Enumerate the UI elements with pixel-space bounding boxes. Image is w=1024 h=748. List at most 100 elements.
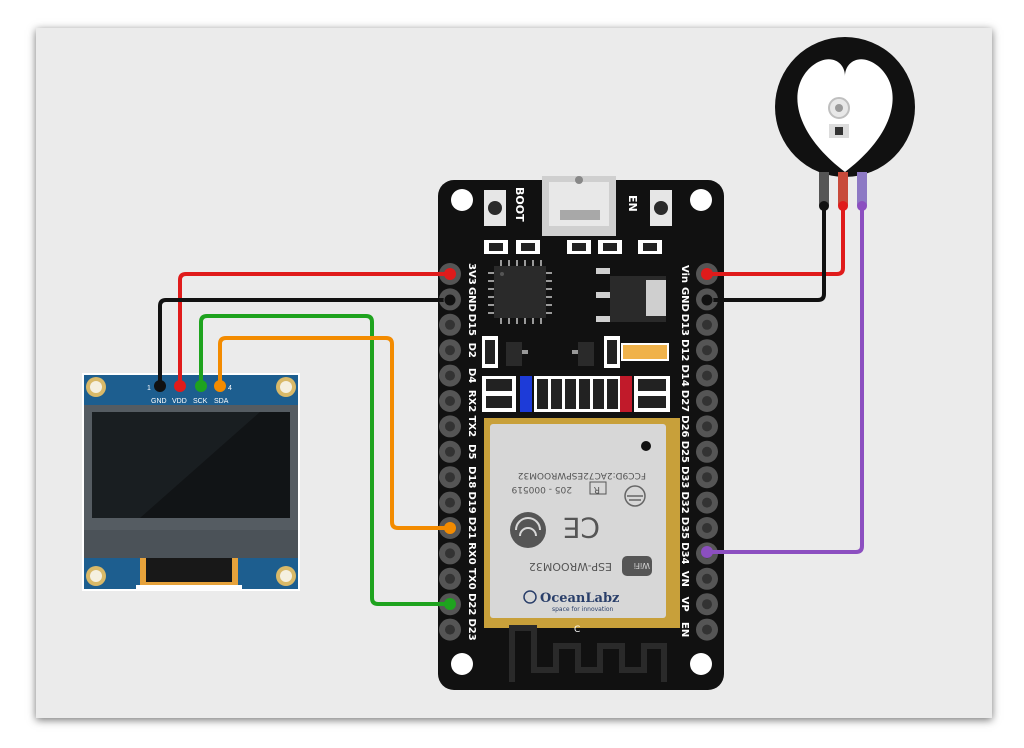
oled-pin-number-last: 4 (228, 385, 232, 392)
esp-wroom32-module: FCC9D:2AC72ESPWROOM32 205 - 000519 R CE … (484, 418, 680, 628)
module-fcc-text: FCC9D:2AC72ESPWROOM32 (518, 470, 646, 480)
pin-label-right-d25: D25 (679, 441, 690, 463)
wire-green-sck-d22 (199, 314, 450, 606)
smd-row-middle (482, 376, 670, 412)
oled-pin-gnd-label: GND (151, 398, 167, 405)
pin-label-right-d34: D34 (679, 542, 690, 564)
left-pin-header (439, 263, 461, 641)
header-pin-hole (702, 497, 712, 508)
header-pin-hole (445, 396, 455, 406)
en-button-label: EN (626, 195, 639, 212)
pin-label-left-tx2: TX2 (466, 416, 477, 438)
pin-label-right-d12: D12 (679, 339, 690, 361)
wire-end-dots (154, 201, 867, 610)
pin-label-left-d15: D15 (466, 314, 477, 336)
wire-black-sensor-gnd (707, 206, 826, 302)
header-pin-hole (702, 319, 712, 330)
wire-black-gnd-gnd (158, 298, 450, 386)
boot-button (484, 190, 506, 226)
pin-label-left-3v3: 3V3 (466, 263, 477, 285)
header-pin-hole (445, 472, 455, 483)
module-name-text: ESP-WROOM32 (529, 560, 612, 573)
wifi-logo-text: WiFi (634, 561, 650, 570)
usb-uart-chip (488, 260, 552, 324)
header-pin-hole (445, 548, 455, 559)
wire-red-vdd-3v3 (178, 272, 450, 386)
header-pin-hole (702, 370, 712, 381)
pin-label-left-d22: D22 (466, 593, 477, 615)
pin-label-left-d19: D19 (466, 491, 477, 513)
module-id-text: 205 - 000519 (511, 484, 572, 494)
smd-row-top (484, 240, 662, 254)
pin-label-right-gnd: GND (679, 287, 690, 312)
pin-label-left-d2: D2 (466, 343, 477, 358)
pin-label-right-d14: D14 (679, 364, 690, 386)
pin-label-right-d13: D13 (679, 314, 690, 336)
header-pin-hole (702, 573, 712, 584)
wire-red-sensor-vin (707, 206, 845, 276)
header-pin-hole (445, 497, 455, 508)
pin-label-left-tx0: TX0 (466, 568, 477, 590)
pin-label-right-d26: D26 (679, 415, 690, 437)
wifi-logo-icon (622, 556, 652, 576)
pin-label-left-d4: D4 (466, 368, 477, 383)
oled-pin-sda-label: SDA (214, 398, 229, 405)
esp32-board: BOOT EN (438, 176, 724, 690)
header-pin-hole (445, 421, 455, 432)
oled-pin-number-first: 1 (147, 385, 151, 392)
pin-label-left-d21: D21 (466, 517, 477, 539)
wifi-globe-icon (510, 512, 546, 548)
wire-orange-sda-d21 (218, 336, 450, 530)
oled-mounting-holes (86, 377, 296, 586)
pin-label-right-vp: VP (679, 597, 690, 612)
header-pin-hole (445, 573, 455, 584)
pin-label-right-d27: D27 (679, 390, 690, 412)
voltage-regulator (596, 268, 666, 322)
header-pin-hole (702, 446, 712, 457)
antenna-compliance-icon (624, 485, 646, 507)
header-pin-hole (445, 624, 455, 635)
header-pin-hole (702, 472, 712, 483)
pin-label-right-en: EN (679, 622, 690, 637)
header-pin-hole (702, 523, 712, 533)
pcb-antenna: C (509, 625, 667, 682)
ce-mark: CE (563, 511, 600, 544)
antenna-c-mark: C (574, 625, 580, 635)
boot-button-label: BOOT (513, 187, 526, 222)
brand-tagline: space for innovation (552, 606, 614, 613)
oled-pin-vdd-label: VDD (172, 398, 187, 405)
pin-label-left-rx0: RX0 (466, 542, 477, 564)
pin-label-right-d35: D35 (679, 517, 690, 539)
pin-label-left-d18: D18 (466, 466, 477, 488)
en-button (650, 190, 672, 226)
header-pin-hole (445, 319, 455, 330)
oled-pin-sck-label: SCK (193, 398, 208, 405)
pulse-sensor (775, 37, 915, 206)
header-pin-hole (702, 599, 712, 610)
pin-label-left-rx2: RX2 (466, 390, 477, 412)
wire-purple-sensor-d34 (707, 206, 864, 554)
tantalum-capacitor (621, 343, 669, 361)
oled-display: 1 4 GND VDD SCK SDA (82, 373, 300, 591)
pin-label-left-gnd: GND (466, 287, 477, 312)
header-pin-hole (702, 624, 712, 635)
pin-label-right-vn: VN (679, 571, 690, 587)
header-pin-hole (702, 396, 712, 406)
header-pin-hole (702, 345, 712, 356)
pin-label-left-d23: D23 (466, 618, 477, 640)
oceanlabz-logo-icon (523, 590, 537, 604)
header-pin-hole (445, 370, 455, 381)
pin-label-right-vin: Vin (679, 265, 690, 283)
header-pin-hole (445, 446, 455, 457)
module-r-mark: R (594, 484, 600, 494)
brand-name: OceanLabz (540, 591, 619, 606)
pin-label-left-d5: D5 (466, 444, 477, 459)
right-pin-header (696, 263, 718, 641)
header-pin-hole (445, 345, 455, 356)
header-pin-hole (702, 421, 712, 432)
pin-label-right-d33: D33 (679, 466, 690, 488)
pin-label-right-d32: D32 (679, 491, 690, 513)
